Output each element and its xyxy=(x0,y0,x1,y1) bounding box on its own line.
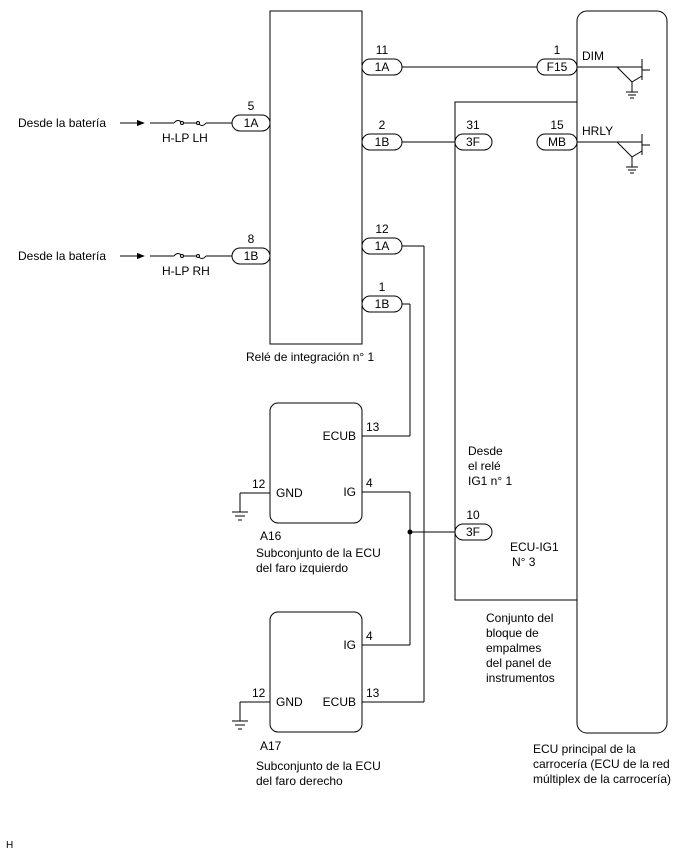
svg-text:1B: 1B xyxy=(375,297,390,311)
ecu-left-pin-name-ig: IG xyxy=(343,485,356,499)
connector-main-ecu-pin-1: F15 1 xyxy=(536,43,578,76)
junction-dot xyxy=(407,529,413,535)
ig1-source-line-2: el relé xyxy=(468,459,501,473)
svg-text:1: 1 xyxy=(554,43,561,57)
ecu-right-label-line-2: del faro derecho xyxy=(256,774,343,788)
main-ecu-label-line-2: carrocería (ECU de la red xyxy=(533,757,670,771)
ecu-right-label-line-1: Subconjunto de la ECU xyxy=(256,759,381,773)
svg-text:12: 12 xyxy=(375,222,389,236)
ecu-left-pin-name-ecub: ECUB xyxy=(323,429,356,443)
ecu-right-pin-num-12: 12 xyxy=(252,686,266,700)
ecu-right-pin-name-ecub: ECUB xyxy=(323,695,356,709)
fuse-label-ecu-ig1: ECU-IG1 xyxy=(510,540,559,554)
connector-jb-pin-31: 3F 31 xyxy=(454,118,493,151)
jb-label-line-3: empalmes xyxy=(486,641,541,655)
svg-text:1A: 1A xyxy=(375,239,390,253)
integration-relay-box xyxy=(269,10,363,345)
footer-mark: H xyxy=(6,840,13,851)
ecu-right-pin-name-ig: IG xyxy=(343,638,356,652)
ecu-right-pin-num-13: 13 xyxy=(366,686,380,700)
svg-text:15: 15 xyxy=(550,118,564,132)
connector-relay-pin-11: 1A 11 xyxy=(361,43,403,76)
signal-dim: DIM xyxy=(582,49,604,63)
ground-icon xyxy=(232,511,248,521)
battery-label-lh: Desde la batería xyxy=(18,116,106,130)
svg-text:1B: 1B xyxy=(244,249,259,263)
connector-relay-pin-12: 1A 12 xyxy=(361,222,403,255)
connector-relay-pin-8: 1B 8 xyxy=(231,232,271,265)
ecu-right-box xyxy=(269,611,363,733)
jb-label-line-4: del panel de xyxy=(486,656,552,670)
connector-jb-pin-10: 3F 10 xyxy=(454,508,493,541)
signal-hrly: HRLY xyxy=(582,124,613,138)
svg-text:3F: 3F xyxy=(466,135,480,149)
svg-text:2: 2 xyxy=(379,118,386,132)
jb-label-line-5: instrumentos xyxy=(486,671,555,685)
main-ecu-box xyxy=(576,10,668,734)
ecu-left-pin-num-13: 13 xyxy=(366,420,380,434)
svg-text:3F: 3F xyxy=(466,525,480,539)
svg-text:11: 11 xyxy=(376,43,389,57)
svg-text:MB: MB xyxy=(548,135,566,149)
ground-icon xyxy=(232,720,248,730)
svg-text:10: 10 xyxy=(466,508,480,522)
ecu-left-label-line-1: Subconjunto de la ECU xyxy=(256,546,381,560)
transistor-hrly-icon xyxy=(577,134,650,174)
relay-label: Relé de integración n° 1 xyxy=(246,350,375,364)
fuse-label-ecu-ig1-num: N° 3 xyxy=(512,555,536,569)
fuse-label-rh: H-LP RH xyxy=(162,264,210,278)
ecu-left-label-line-2: del faro izquierdo xyxy=(256,561,348,575)
svg-text:1A: 1A xyxy=(375,60,390,74)
svg-text:1: 1 xyxy=(379,280,386,294)
ecu-left-pin-num-12: 12 xyxy=(252,477,266,491)
junction-block-box xyxy=(454,101,578,601)
svg-text:31: 31 xyxy=(466,118,480,132)
fuse-hlp-lh xyxy=(173,120,207,126)
svg-text:1A: 1A xyxy=(244,116,259,130)
svg-text:5: 5 xyxy=(248,99,255,113)
jb-label-line-2: bloque de xyxy=(486,626,539,640)
connector-jb-pin-15: MB 15 xyxy=(536,118,578,151)
battery-label-rh: Desde la batería xyxy=(18,249,106,263)
ig1-source-line-3: IG1 n° 1 xyxy=(468,474,512,488)
ecu-right-code: A17 xyxy=(260,739,282,753)
main-ecu-label-line-1: ECU principal de la xyxy=(533,742,636,756)
ecu-right-pin-num-4: 4 xyxy=(366,629,373,643)
svg-text:F15: F15 xyxy=(547,60,568,74)
connector-relay-pin-2: 1B 2 xyxy=(361,118,403,151)
fuse-label-lh: H-LP LH xyxy=(162,131,208,145)
ecu-left-box xyxy=(269,402,363,524)
transistor-dim-icon xyxy=(577,59,650,99)
svg-text:1B: 1B xyxy=(375,135,390,149)
main-ecu-label-line-3: múltiplex de la carrocería) xyxy=(533,772,671,786)
ecu-left-code: A16 xyxy=(260,529,282,543)
svg-text:8: 8 xyxy=(248,232,255,246)
connector-relay-pin-5: 1A 5 xyxy=(231,99,271,132)
ecu-right-pin-name-gnd: GND xyxy=(276,695,303,709)
jb-label-line-1: Conjunto del xyxy=(486,611,553,625)
ig1-source-line-1: Desde xyxy=(468,444,503,458)
ecu-left-pin-name-gnd: GND xyxy=(276,486,303,500)
connector-relay-pin-1: 1B 1 xyxy=(361,280,403,313)
ecu-left-pin-num-4: 4 xyxy=(366,476,373,490)
fuse-hlp-rh xyxy=(173,253,207,259)
